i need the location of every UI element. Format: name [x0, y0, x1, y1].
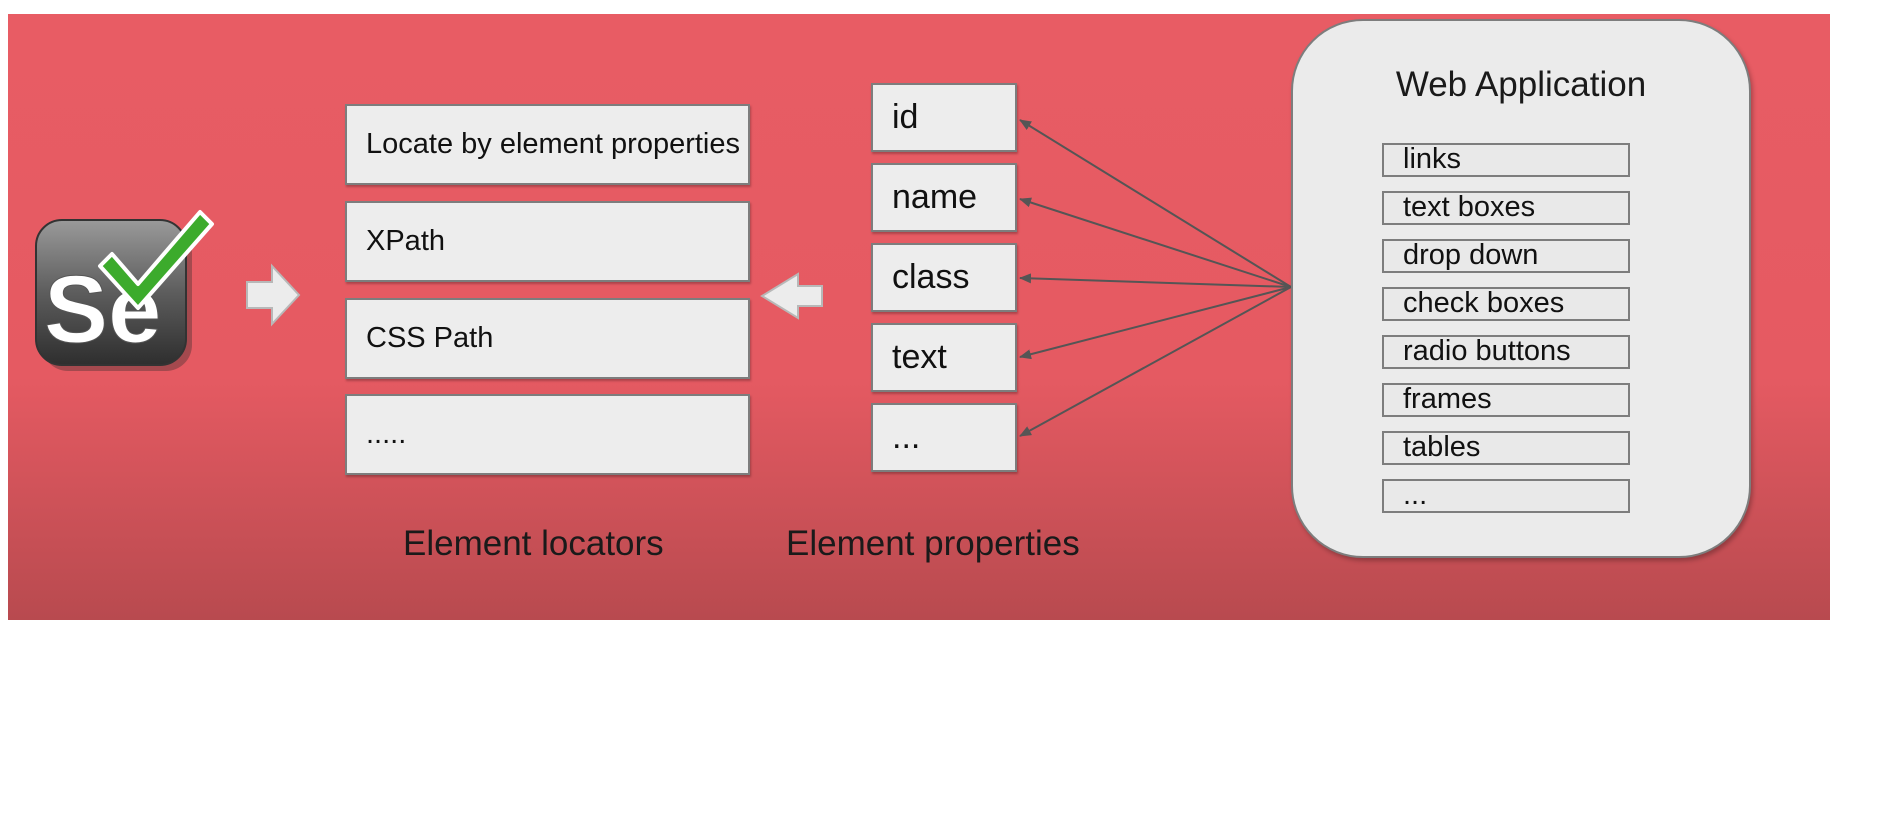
web-app-item-links: links	[1382, 143, 1630, 177]
property-item-text: text	[871, 323, 1017, 392]
connector-arrows	[1019, 119, 1292, 437]
arrow-to-id	[1019, 119, 1292, 288]
locator-item-more: .....	[345, 394, 750, 475]
arrow-to-class	[1019, 273, 1292, 288]
arrow-to-name	[1019, 197, 1292, 288]
selenium-logo-icon: Se	[35, 210, 214, 371]
web-app-item-text-boxes: text boxes	[1382, 191, 1630, 225]
diagram-slide: Se Locate by element properties XPath CS…	[8, 14, 1830, 620]
element-locators-caption: Element locators	[403, 524, 664, 563]
property-label: name	[892, 178, 978, 216]
property-item-name: name	[871, 163, 1017, 232]
property-item-more: ...	[871, 403, 1017, 472]
locator-label: Locate by element properties	[366, 128, 740, 160]
property-label: text	[892, 338, 947, 376]
left-arrow-icon	[760, 272, 823, 320]
web-app-item-radio-buttons: radio buttons	[1382, 335, 1630, 369]
property-label: id	[892, 98, 919, 136]
element-properties-caption: Element properties	[786, 524, 1080, 563]
arrow-to-more	[1019, 286, 1292, 437]
web-app-item-more: ...	[1382, 479, 1630, 513]
locator-label: XPath	[366, 225, 445, 257]
locator-item-properties: Locate by element properties	[345, 104, 750, 185]
web-application-title: Web Application	[1395, 65, 1647, 104]
locator-item-xpath: XPath	[345, 201, 750, 282]
web-app-item-frames: frames	[1382, 383, 1630, 417]
property-label: ...	[892, 418, 921, 456]
locator-label: CSS Path	[366, 322, 494, 354]
web-app-item-tables: tables	[1382, 431, 1630, 465]
property-label: class	[892, 258, 970, 296]
web-app-item-drop-down: drop down	[1382, 239, 1630, 273]
logo-text: Se	[44, 256, 161, 363]
web-app-item-check-boxes: check boxes	[1382, 287, 1630, 321]
arrow-to-text	[1019, 286, 1292, 360]
right-arrow-icon	[246, 263, 301, 327]
locator-label: .....	[366, 418, 407, 450]
property-item-id: id	[871, 83, 1017, 152]
property-item-class: class	[871, 243, 1017, 312]
web-application-panel: Web Application links text boxes drop do…	[1291, 19, 1751, 558]
locator-item-css-path: CSS Path	[345, 298, 750, 379]
